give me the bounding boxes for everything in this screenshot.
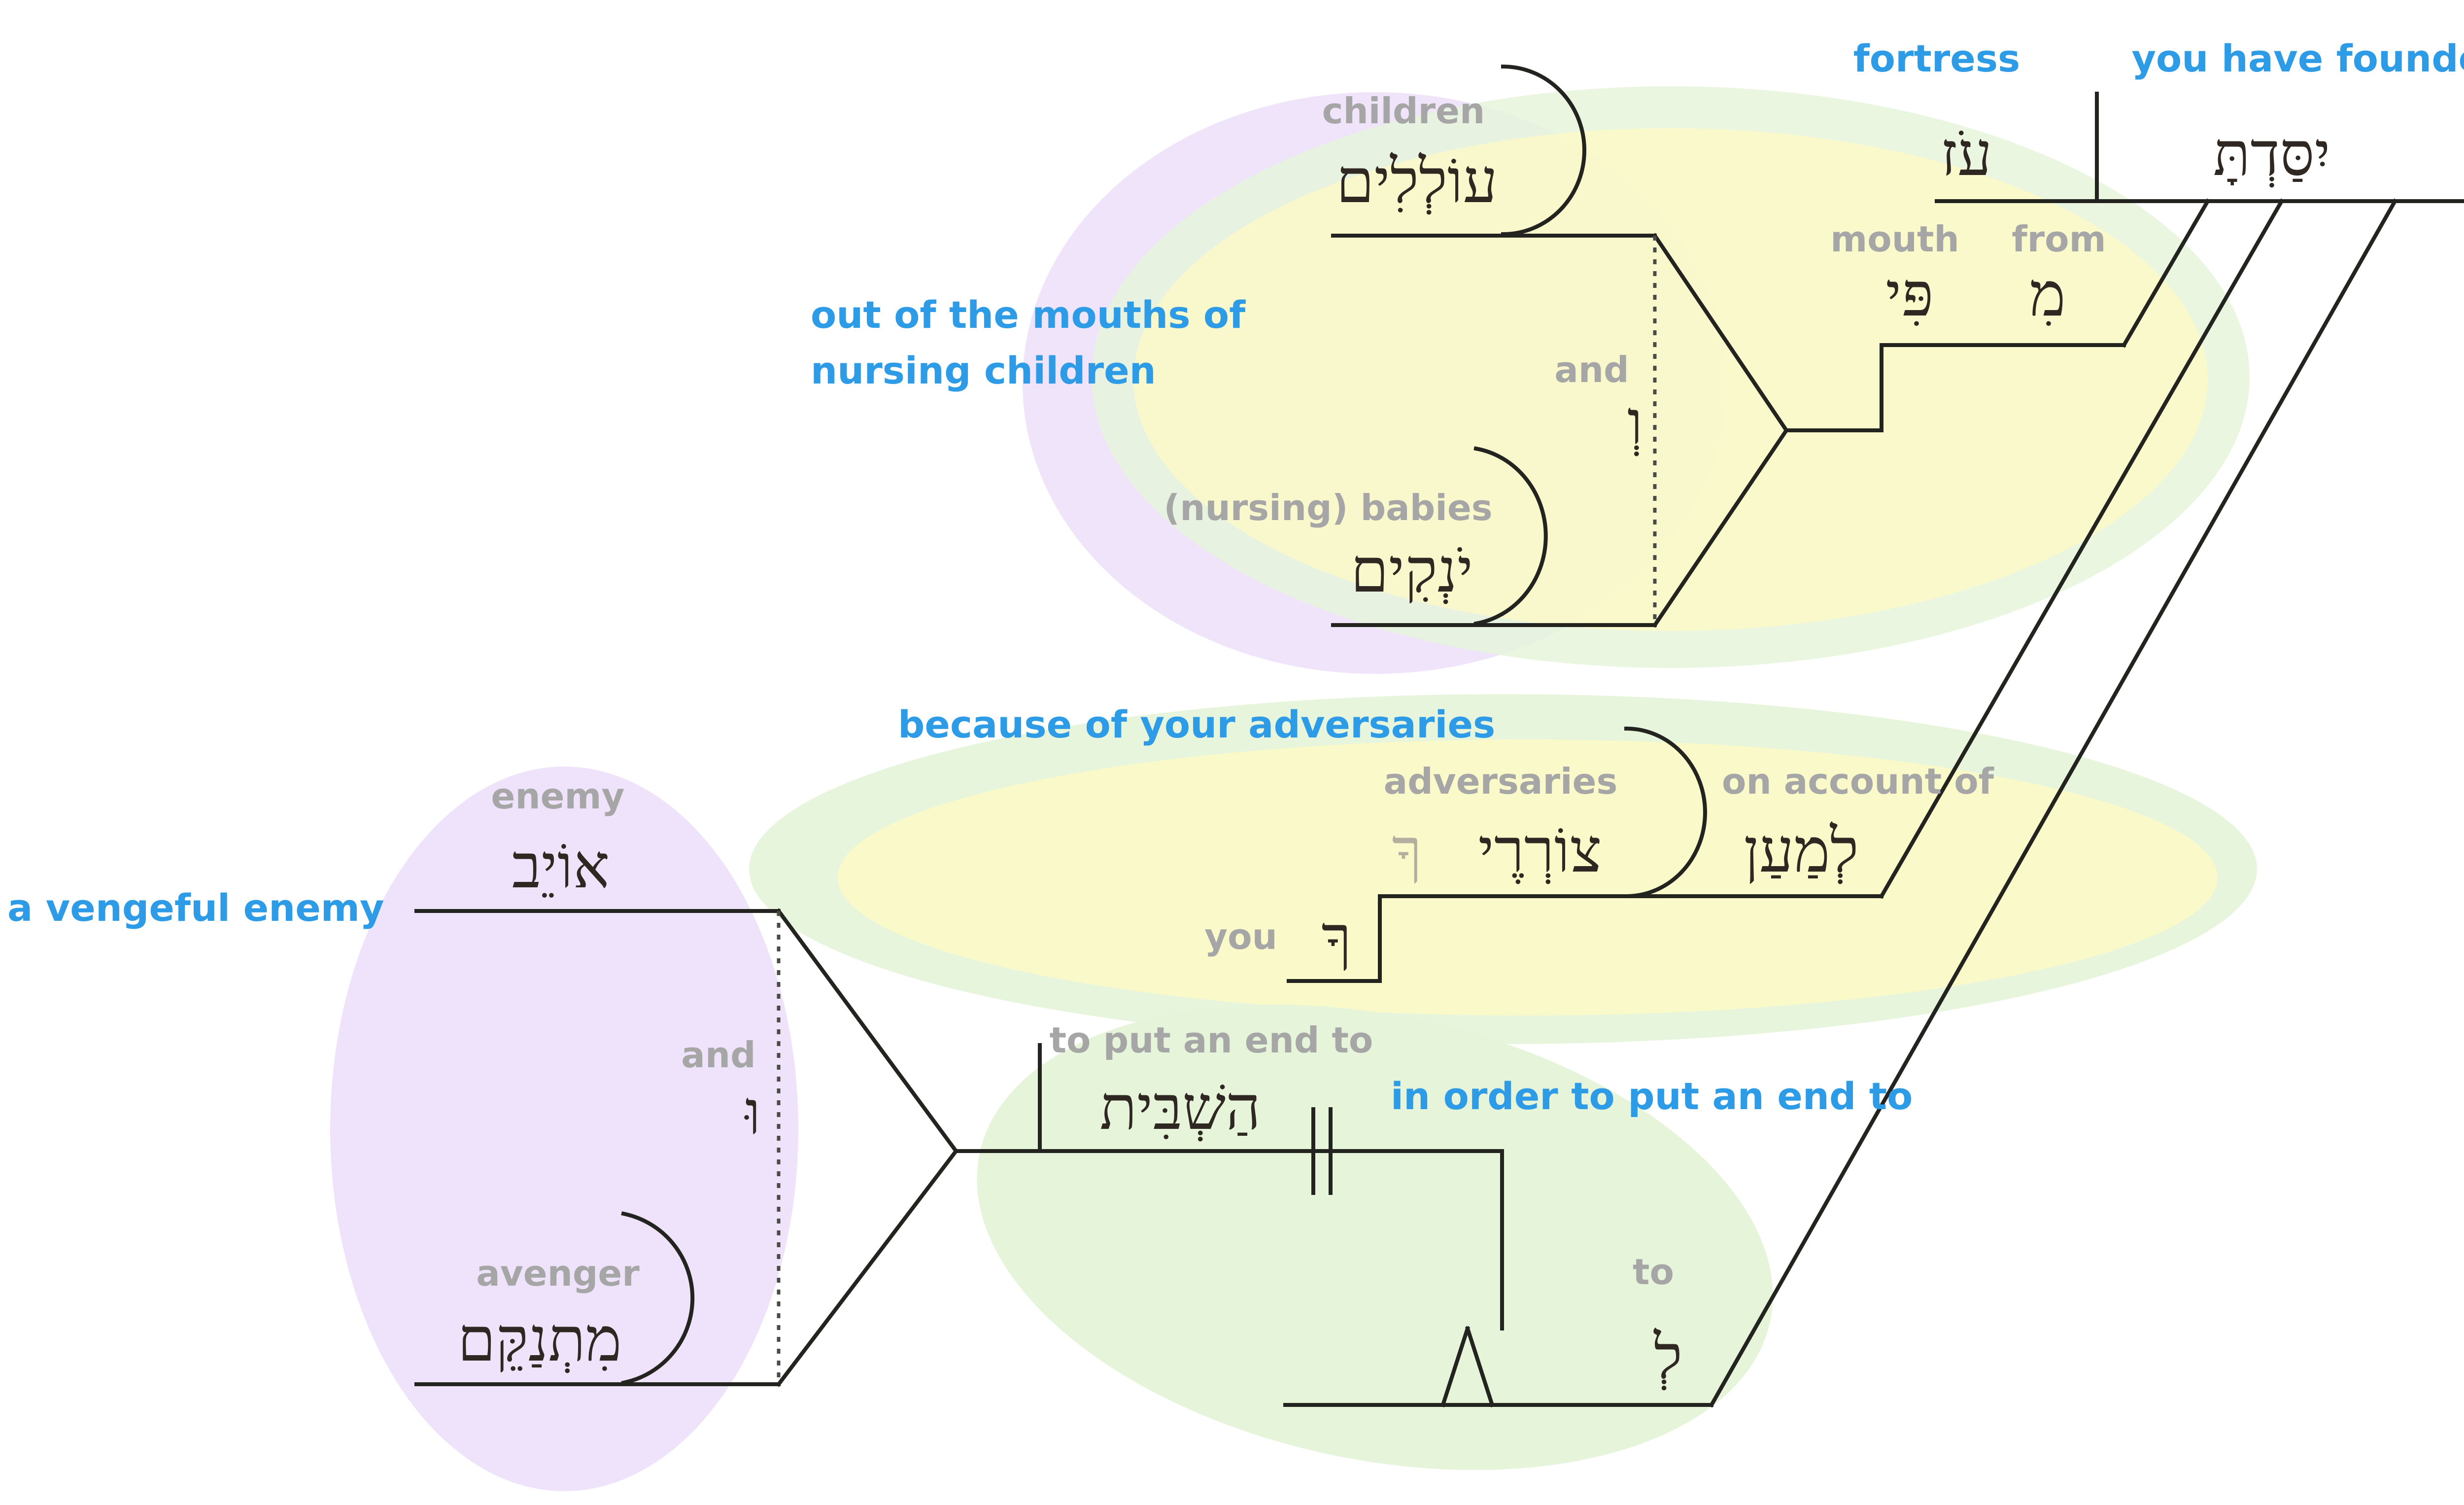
compound-branch-lower	[1652, 427, 1789, 628]
avenger-modifier-arc	[621, 1211, 695, 1385]
adversaries-modifier-arc	[1624, 726, 1707, 899]
gloss-you: you	[1204, 916, 1277, 957]
gloss-adversaries: adversaries	[1384, 761, 1618, 802]
purple-group-enemy	[330, 767, 798, 1491]
hebrew-olelim: עוֹלְלִים	[1336, 146, 1498, 217]
group-highlights	[330, 86, 2257, 1491]
yellow-group-adversaries	[838, 739, 2218, 1015]
hebrew-yissadta: יִסַּדְתָּ	[2213, 119, 2330, 190]
gloss-nursing-babies: (nursing) babies	[1164, 487, 1492, 528]
hebrew-words: עֹז יִסַּדְתָּ עוֹלְלִים וְ יֹנְקִים פִּ…	[457, 119, 2330, 1393]
translation-in-order-to: in order to put an end to	[1391, 1074, 1913, 1118]
translation-fortress: fortress	[1853, 36, 2020, 80]
diagram-lines	[414, 64, 2464, 1408]
gloss-and-bottom: and	[681, 1034, 755, 1076]
gloss-avenger: avenger	[476, 1253, 640, 1294]
gloss-from: from	[2012, 218, 2106, 260]
enemy-branch-lower	[776, 1148, 959, 1387]
on-account-slant	[1879, 198, 2285, 899]
hebrew-pi: פִּי	[1885, 259, 1933, 330]
hebrew-yonqim: יֹנְקִים	[1350, 535, 1473, 606]
gloss-on-account-of: on account of	[1722, 761, 1994, 802]
hebrew-tsorerei: צוֹרְרֶי	[1478, 815, 1602, 886]
yellow-group-mouths	[1133, 128, 2208, 631]
hebrew-mitnaqqem: מִתְנַקֵּם	[457, 1304, 621, 1375]
compound-branch-upper	[1652, 233, 1789, 433]
gloss-to: to	[1633, 1251, 1674, 1293]
gloss-and-top: and	[1554, 349, 1629, 390]
hebrew-oz: עֹז	[1941, 119, 1992, 190]
hebrew-oyev: אוֹיֵב	[512, 831, 610, 902]
translation-you-have-founded: you have founded	[2131, 36, 2464, 80]
hebrew-vav-bottom: וּ	[744, 1078, 761, 1149]
hebrew-mi: מִ	[2029, 259, 2066, 330]
green-group-put-end	[977, 1004, 1773, 1470]
gloss-children: children	[1322, 90, 1485, 132]
hebrew-kha: ךָ	[1322, 903, 1352, 974]
hebrew-vav-top: וְ	[1627, 387, 1643, 458]
to-slant	[1709, 198, 2398, 1408]
hebrew-hashbit: הַשְׁבִּית	[1099, 1073, 1261, 1144]
enemy-branch-upper	[776, 908, 959, 1154]
hebrew-kha-gray: ךָ	[1392, 815, 1422, 886]
children-modifier-arc	[1501, 64, 1586, 237]
hebrew-le: לְ	[1653, 1322, 1682, 1393]
gloss-to-put-an-end-to: to put an end to	[1050, 1019, 1373, 1061]
word-glosses: children and (nursing) babies mouth from…	[476, 90, 2106, 1294]
gloss-enemy: enemy	[491, 775, 625, 817]
english-translations: fortress you have founded out of the mou…	[7, 36, 2464, 1118]
translation-vengeful-enemy: a vengeful enemy	[7, 886, 384, 930]
translation-out-of-mouths-2: nursing children	[811, 349, 1156, 392]
translation-out-of-mouths-1: out of the mouths of	[811, 293, 1246, 337]
gloss-mouth: mouth	[1830, 218, 1959, 260]
infinitive-stand	[1440, 1326, 1495, 1408]
from-mouth-slant	[2121, 198, 2211, 348]
translation-because-of-adversaries: because of your adversaries	[898, 702, 1495, 746]
babies-modifier-arc	[1473, 446, 1548, 626]
hebrew-lemaan: לְמַעַן	[1744, 815, 1858, 886]
